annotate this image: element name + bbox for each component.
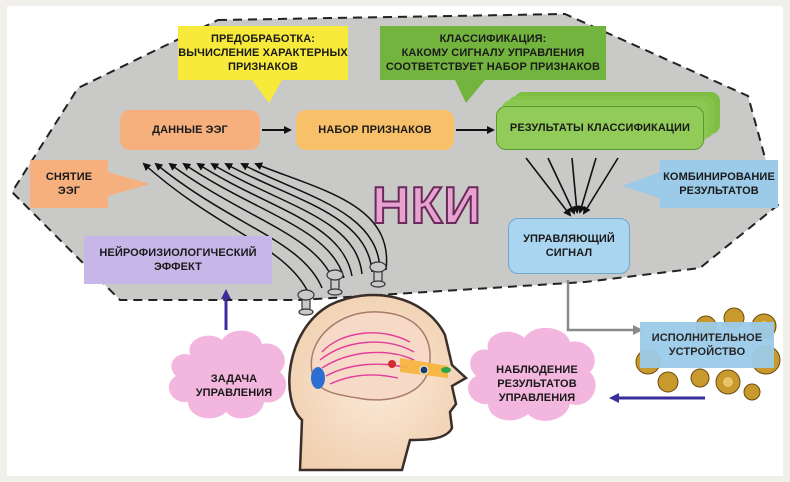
control-signal-box: УПРАВЛЯЮЩИЙ СИГНАЛ: [508, 218, 630, 274]
control-task-label: ЗАДАЧА УПРАВЛЕНИЯ: [186, 368, 282, 404]
classification-results-box: РЕЗУЛЬТАТЫ КЛАССИФИКАЦИИ: [496, 106, 704, 150]
bci-title: НКИ: [372, 178, 482, 234]
eeg-data-box: ДАННЫЕ ЭЭГ: [120, 110, 260, 150]
eeg-recording-label: СНЯТИЕ ЭЭГ: [30, 160, 108, 208]
classification-callout: КЛАССИФИКАЦИЯ: КАКОМУ СИГНАЛУ УПРАВЛЕНИЯ…: [380, 26, 606, 80]
observation-label: НАБЛЮДЕНИЕ РЕЗУЛЬТАТОВ УПРАВЛЕНИЯ: [480, 358, 594, 410]
arrow-signal-to-actuator: [568, 280, 640, 330]
preprocessing-callout: ПРЕДОБРАБОТКА: ВЫЧИСЛЕНИЕ ХАРАКТЕРНЫХ ПР…: [178, 26, 348, 80]
combining-results-label: КОМБИНИРОВАНИЕ РЕЗУЛЬТАТОВ: [660, 160, 778, 208]
neuro-effect-box: НЕЙРОФИЗИОЛОГИЧЕСКИЙ ЭФФЕКТ: [84, 236, 272, 284]
actuator-label: ИСПОЛНИТЕЛЬНОЕ УСТРОЙСТВО: [640, 322, 774, 368]
feature-set-box: НАБОР ПРИЗНАКОВ: [296, 110, 454, 150]
